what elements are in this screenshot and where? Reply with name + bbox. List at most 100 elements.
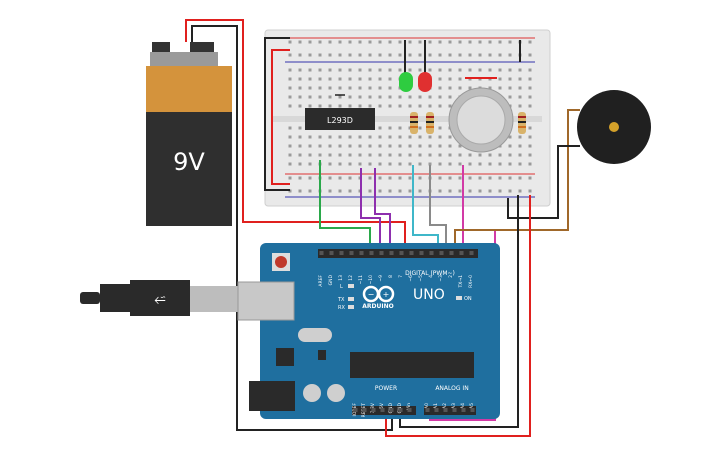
wire-red-battery-positive[interactable]	[185, 19, 406, 250]
resistors	[410, 112, 526, 134]
power-pin-socket-5[interactable]	[398, 408, 403, 412]
digital-pin-6: ~9	[378, 275, 384, 282]
svg-text:−: −	[368, 290, 375, 299]
voltage-regulator	[276, 348, 294, 366]
analog-pin-socket-3[interactable]	[452, 408, 457, 412]
digital-pin-7: 8	[388, 275, 394, 278]
digital-pin-socket-14[interactable]	[459, 251, 464, 255]
reset-button[interactable]	[275, 256, 287, 268]
power-pin-5: GND	[397, 402, 403, 413]
power-pin-socket-0[interactable]	[353, 408, 358, 412]
arduino-usb-port[interactable]	[237, 281, 295, 321]
power-pin-socket-1[interactable]	[362, 408, 367, 412]
arduino-brand: ARDUINO	[362, 303, 393, 310]
wire-red-rail-left[interactable]	[271, 49, 290, 185]
resistor-1[interactable]	[410, 112, 418, 134]
digital-pin-socket-1[interactable]	[329, 251, 334, 255]
red-led[interactable]	[418, 72, 432, 92]
small-component	[318, 350, 326, 360]
digital-pin-socket-10[interactable]	[419, 251, 424, 255]
on-label: ON	[464, 296, 472, 302]
wires	[185, 19, 580, 437]
analog-pin-2: A2	[442, 403, 448, 409]
arduino-logo: − +	[362, 285, 395, 303]
digital-pin-8: 7	[398, 275, 404, 278]
wire-green[interactable]	[319, 160, 371, 250]
digital-pin-13: 2	[448, 275, 454, 278]
power-pin-socket-3[interactable]	[380, 408, 385, 412]
wire-purple-2[interactable]	[374, 168, 391, 250]
green-led[interactable]	[399, 72, 413, 92]
digital-pin-3: 12	[348, 275, 354, 281]
digital-pin-socket-5[interactable]	[369, 251, 374, 255]
piezo-buzzer[interactable]	[577, 90, 651, 164]
digital-header	[318, 249, 478, 258]
digital-pin-socket-6[interactable]	[379, 251, 384, 255]
breadboard-channel	[272, 116, 542, 122]
usb-cable[interactable]: ⭁	[80, 280, 240, 316]
power-pin-socket-6[interactable]	[407, 408, 412, 412]
digital-pin-socket-2[interactable]	[339, 251, 344, 255]
battery-top-band	[146, 66, 232, 112]
digital-pin-socket-4[interactable]	[359, 251, 364, 255]
wire-brown-buzzer[interactable]	[454, 109, 580, 250]
digital-pin-socket-3[interactable]	[349, 251, 354, 255]
usb-icon: ⭁	[154, 292, 165, 308]
atmega-chip	[350, 352, 474, 378]
power-pin-socket-4[interactable]	[389, 408, 394, 412]
leds	[399, 72, 432, 92]
power-pin-labels: IOREFRESET3.3V5VGNDGNDVin	[352, 402, 412, 417]
analog-header	[424, 406, 476, 415]
wire-gray[interactable]	[429, 165, 447, 250]
digital-pin-socket-0[interactable]	[319, 251, 324, 255]
digital-pin-socket-12[interactable]	[439, 251, 444, 255]
digital-pin-socket-7[interactable]	[389, 251, 394, 255]
wire-black-buzzer[interactable]	[507, 145, 580, 219]
digital-pin-12: ~3	[438, 275, 444, 282]
led-l-label: L	[340, 284, 343, 290]
digital-pin-1: GND	[328, 274, 334, 285]
battery-9v[interactable]: 9V	[146, 42, 232, 226]
digital-pin-5: ~10	[368, 275, 374, 285]
resistor-2[interactable]	[426, 112, 434, 134]
led-rx	[348, 305, 354, 309]
digital-pin-socket-9[interactable]	[409, 251, 414, 255]
digital-pin-socket-8[interactable]	[399, 251, 404, 255]
sensor-mesh	[456, 95, 506, 145]
analog-pin-0: A0	[424, 403, 430, 409]
wire-black-battery-negative[interactable]	[191, 25, 393, 431]
wire-black-power[interactable]	[399, 195, 519, 428]
analog-pin-socket-5[interactable]	[470, 408, 475, 412]
analog-pin-socket-2[interactable]	[443, 408, 448, 412]
crystal	[298, 328, 332, 342]
power-pin-6: Vin	[406, 403, 412, 410]
digital-pin-socket-11[interactable]	[429, 251, 434, 255]
l293d-chip[interactable]: L293D	[305, 94, 375, 130]
arduino-power-jack[interactable]	[249, 381, 295, 411]
wire-red-power[interactable]	[385, 195, 531, 437]
wire-purple[interactable]	[360, 168, 381, 250]
battery-terminal-positive	[190, 42, 214, 52]
battery-top-cap	[150, 52, 218, 66]
led-tx-label: TX	[337, 297, 345, 303]
power-pin-3: 5V	[379, 402, 385, 409]
gas-sensor[interactable]	[448, 77, 514, 153]
analog-pin-socket-1[interactable]	[434, 408, 439, 412]
buzzer-center	[609, 122, 619, 132]
power-pin-socket-2[interactable]	[371, 408, 376, 412]
digital-pin-socket-15[interactable]	[469, 251, 474, 255]
digital-pin-socket-13[interactable]	[449, 251, 454, 255]
wire-cyan[interactable]	[412, 165, 439, 250]
analog-pin-socket-4[interactable]	[461, 408, 466, 412]
resistor-3[interactable]	[518, 112, 526, 134]
arduino-board	[260, 243, 500, 419]
breadboard[interactable]	[264, 29, 551, 207]
digital-pin-4: ~11	[358, 275, 364, 285]
analog-pin-socket-0[interactable]	[425, 408, 430, 412]
digital-pin-11: 4	[428, 275, 434, 278]
wire-black-rail-left[interactable]	[264, 37, 290, 191]
digital-pin-0: AREF	[318, 275, 324, 287]
